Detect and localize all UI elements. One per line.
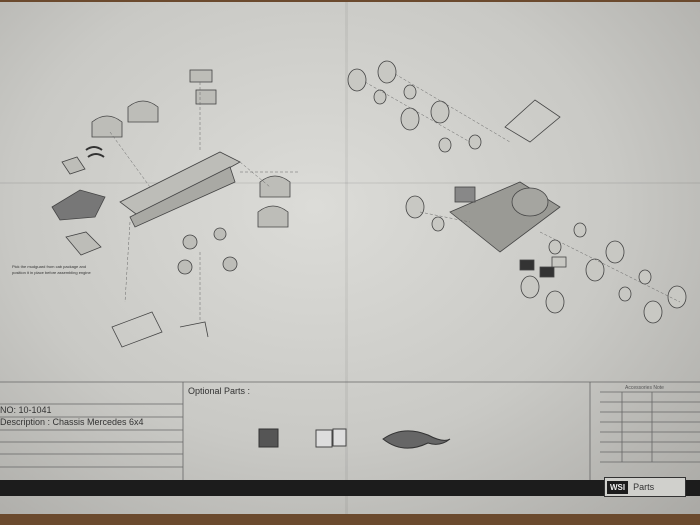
brand-box: WSI Parts [604, 477, 686, 497]
paper-fold [0, 182, 700, 184]
optional-parts-label: Optional Parts : [188, 386, 251, 396]
cab-roof-panel [504, 99, 561, 143]
optional-parts-images [258, 428, 451, 449]
instruction-sheet: Pick the mudguard from cab package and p… [0, 2, 700, 514]
part-number: NO: 10-1041 [0, 405, 52, 415]
title-block [0, 381, 700, 480]
assembly-note: Pick the mudguard from cab package and p… [12, 264, 91, 275]
footer-bar [0, 480, 700, 496]
mudguard [91, 115, 123, 138]
wsi-logo: WSI [607, 480, 629, 494]
accessories-title: Accessories Note [625, 385, 664, 391]
cab-mount [51, 189, 106, 221]
paper-fold [345, 2, 348, 514]
description: Description : Chassis Mercedes 6x4 [0, 417, 144, 427]
exploded-diagram [0, 60, 700, 480]
parts-label: Parts [633, 482, 655, 492]
